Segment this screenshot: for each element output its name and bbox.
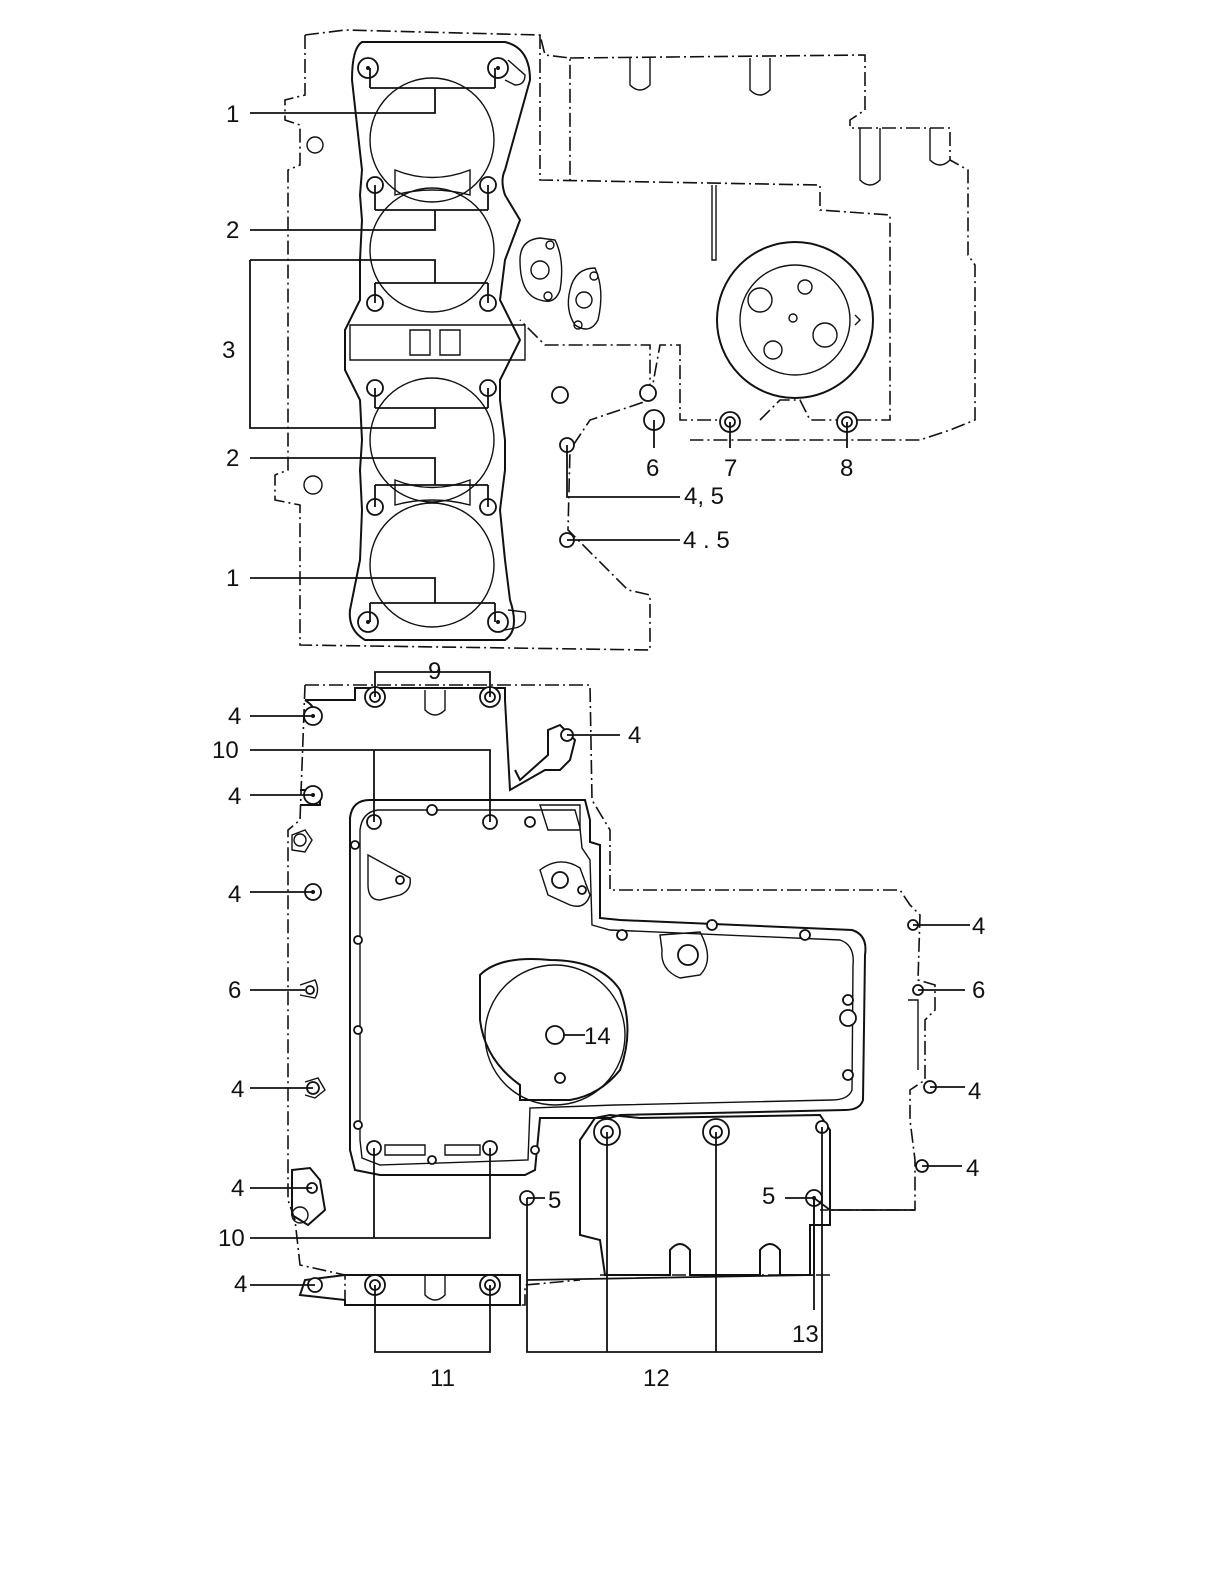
callout-2-top: 2 [226, 217, 239, 244]
callout-5-a: 5 [548, 1187, 561, 1214]
callout-11: 11 [430, 1365, 455, 1392]
callout-9: 9 [428, 658, 441, 685]
callout-6-left: 6 [228, 977, 241, 1004]
lower-leader-lines [250, 671, 970, 1353]
callout-12: 12 [643, 1365, 670, 1392]
lower-crankcase-outline [287, 684, 936, 1306]
callout-5-b: 5 [762, 1183, 775, 1210]
callout-1-bottom: 1 [226, 565, 239, 592]
callout-7: 7 [724, 455, 737, 482]
callout-4-right-2: 4 [968, 1078, 981, 1105]
callout-4-g: 4 [234, 1271, 247, 1298]
callout-4-5-a: 4, 5 [684, 483, 724, 510]
upper-small-holes [551, 384, 858, 548]
callout-4-f: 4 [231, 1175, 244, 1202]
callout-4-a: 4 [228, 703, 241, 730]
upper-pan-gasket [299, 686, 577, 1194]
callout-4-e: 4 [231, 1076, 244, 1103]
callout-4-right-3: 4 [966, 1155, 979, 1182]
callout-2-bottom: 2 [226, 445, 239, 472]
upper-leader-lines [249, 68, 848, 622]
callout-13: 13 [792, 1321, 819, 1348]
oil-strainer-gasket [479, 958, 629, 1106]
callout-10-bottom: 10 [218, 1225, 245, 1252]
head-gasket-outline [344, 41, 532, 641]
callout-3: 3 [222, 337, 235, 364]
generator-cover [716, 241, 874, 399]
upper-crankcase-outline [274, 29, 976, 651]
callout-8: 8 [840, 455, 853, 482]
callout-14: 14 [584, 1023, 611, 1050]
callout-4-5-b: 4 . 5 [683, 527, 730, 554]
callout-4-right-1: 4 [972, 913, 985, 940]
callout-1-top: 1 [226, 101, 239, 128]
callout-4-b: 4 [628, 722, 641, 749]
callout-6-right: 6 [972, 977, 985, 1004]
callout-4-d: 4 [228, 881, 241, 908]
small-gaskets [519, 237, 602, 330]
callout-6-upper: 6 [646, 455, 659, 482]
callout-10-top: 10 [212, 737, 239, 764]
lower-pan-gasket [298, 1274, 521, 1306]
sump-gasket [519, 1113, 831, 1276]
callout-labels: 1 2 3 2 1 6 7 8 4, 5 4 . 5 9 4 4 10 4 4 … [212, 101, 985, 1392]
callout-4-c: 4 [228, 783, 241, 810]
